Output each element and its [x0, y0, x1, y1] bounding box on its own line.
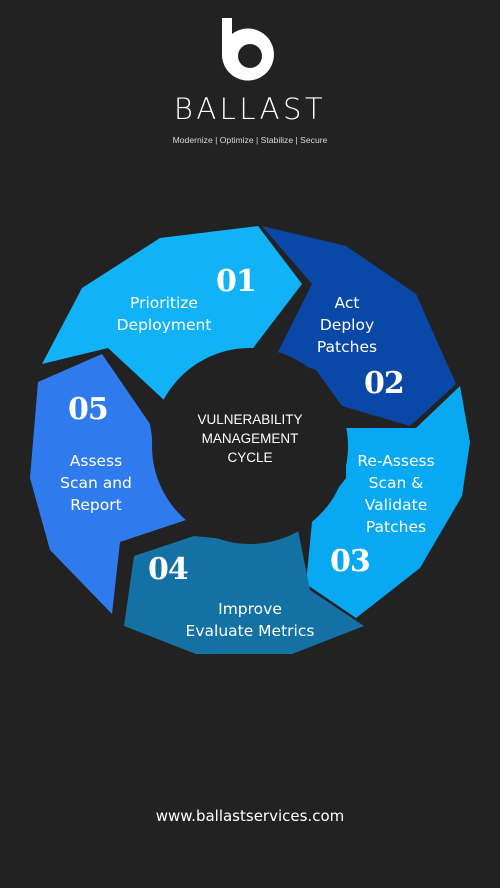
step-02-number: 02 [364, 366, 405, 401]
step-02-label: Act Deploy Patches [316, 294, 378, 356]
cycle-segment-02 [262, 226, 456, 426]
cycle-segment-05 [30, 354, 186, 614]
step-03-number: 03 [330, 544, 371, 579]
step-01-number: 01 [216, 264, 257, 299]
brand-name: BALLAST [173, 92, 327, 126]
website-url: www.ballastservices.com [155, 807, 345, 825]
step-01-label: Prioritize Deployment [116, 294, 212, 334]
step-05-number: 05 [68, 392, 109, 427]
brand-tagline: Modernize | Optimize | Stabilize | Secur… [172, 135, 328, 145]
step-05-label: Assess Scan and Report [60, 452, 132, 514]
cycle-center-hub [152, 348, 348, 544]
cycle-segment-04 [124, 530, 364, 654]
ballast-logo-icon [222, 18, 274, 81]
step-03-label: Re-Assess Scan & Validate Patches [357, 452, 435, 536]
cycle-segment-01 [42, 226, 302, 400]
step-04-number: 04 [148, 552, 189, 587]
cycle-center-label: VULNERABILITY MANAGEMENT CYCLE [197, 412, 303, 465]
step-04-label: Improve Evaluate Metrics [185, 600, 315, 640]
